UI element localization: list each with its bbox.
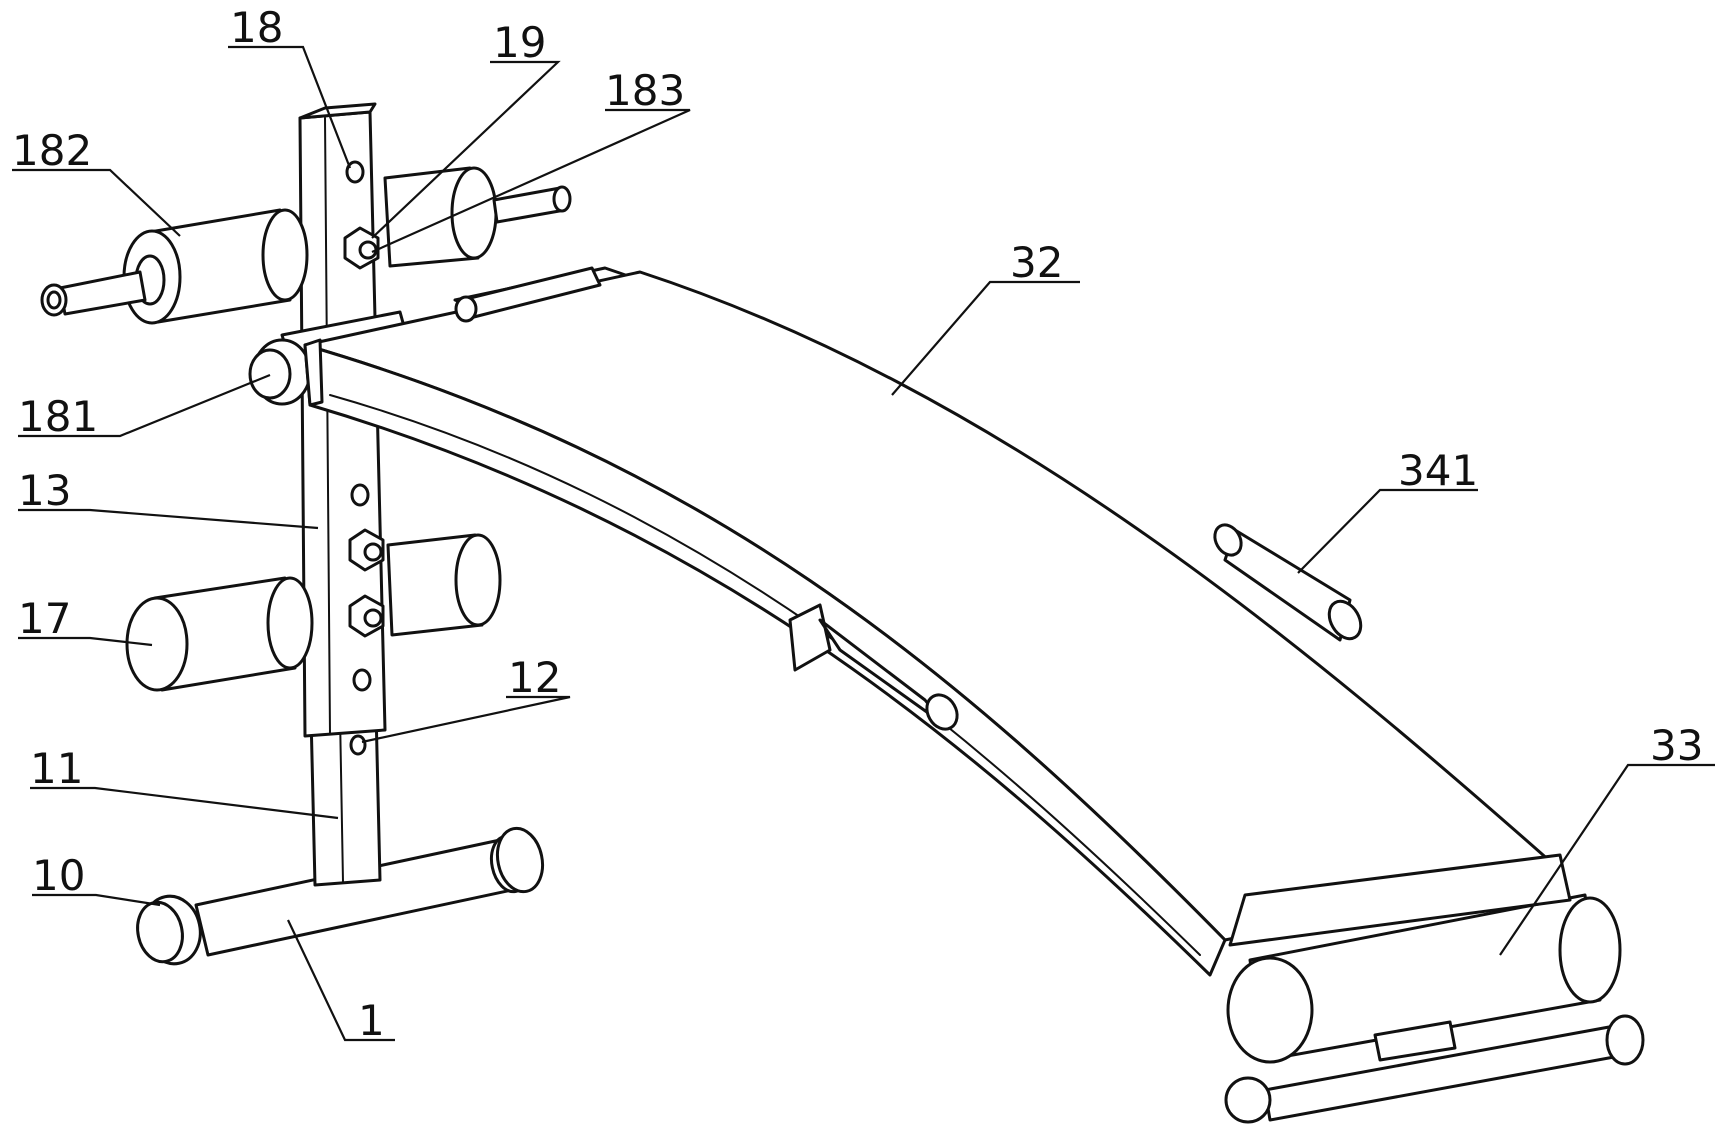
label-10: 10 [32, 851, 85, 900]
label-19: 19 [493, 18, 546, 67]
label-341: 341 [1398, 446, 1478, 495]
label-11: 11 [30, 744, 83, 793]
label-13: 13 [18, 466, 71, 515]
label-183: 183 [605, 66, 685, 115]
label-182: 182 [12, 126, 92, 175]
label-1: 1 [358, 996, 385, 1045]
label-12: 12 [508, 653, 561, 702]
label-18: 18 [230, 3, 283, 52]
label-17: 17 [18, 594, 71, 643]
label-33: 33 [1650, 721, 1703, 770]
label-181: 181 [18, 392, 98, 441]
label-32: 32 [1010, 238, 1063, 287]
